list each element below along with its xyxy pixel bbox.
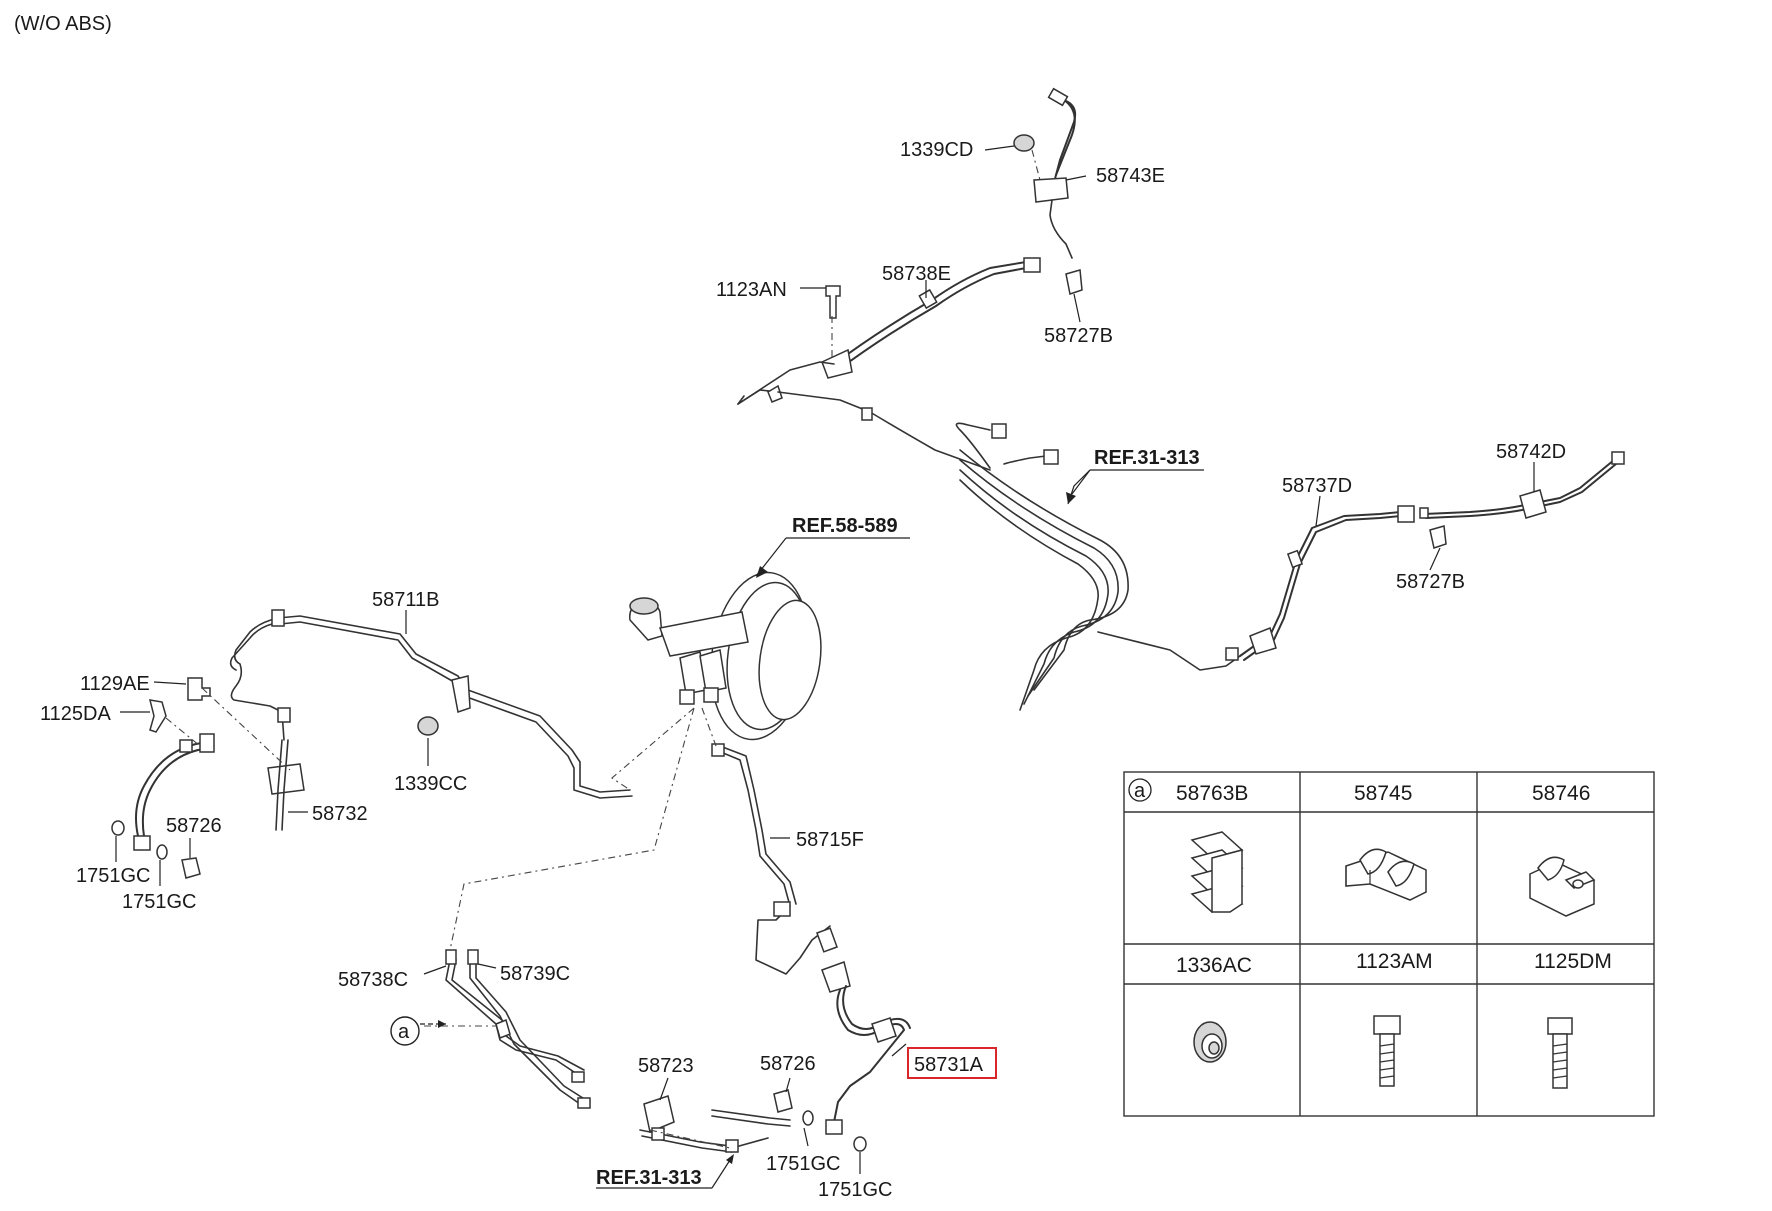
grommet-1339cc-part	[417, 716, 439, 736]
label-1123an: 1123AN	[716, 279, 787, 301]
label-58737d: 58737D	[1282, 475, 1352, 497]
bleeder-58726-mid-part	[773, 1089, 793, 1113]
table-marker-circle	[1128, 778, 1152, 802]
note-wo-abs: (W/O ABS)	[14, 13, 112, 35]
clip-58763b-illustration	[1190, 831, 1244, 913]
table-header-1336ac: 1336AC	[1176, 954, 1252, 977]
label-1339cc: 1339CC	[394, 773, 467, 795]
label-58738c: 58738C	[338, 969, 408, 991]
table-header-58763b: 58763B	[1176, 782, 1248, 805]
clip-58727b-right-part	[1429, 525, 1447, 549]
bolt-1123an-part	[825, 285, 841, 319]
label-58727b-right: 58727B	[1396, 571, 1465, 593]
label-1751gc-b: 1751GC	[122, 891, 197, 913]
lower-rear-lines	[445, 949, 791, 1153]
front-right-hose-assembly	[1013, 87, 1083, 295]
callout-a-circle	[390, 1016, 420, 1046]
label-58739c: 58739C	[500, 963, 570, 985]
label-1751gc-c: 1751GC	[766, 1153, 841, 1175]
table-header-1123am: 1123AM	[1356, 950, 1433, 973]
hose-58738e	[821, 257, 1041, 379]
right-front-line-assembly	[711, 743, 911, 1152]
left-front-assembly	[111, 609, 633, 879]
bolt-1125dm-illustration	[1547, 1017, 1573, 1089]
label-58711b: 58711B	[372, 589, 439, 611]
brake-booster-master-cylinder	[629, 571, 822, 741]
label-1125da: 1125DA	[40, 703, 111, 725]
label-1129ae: 1129AE	[80, 673, 150, 695]
bleeder-58726-left-part	[181, 857, 201, 879]
label-58723: 58723	[638, 1055, 694, 1077]
clip-58745-illustration	[1345, 848, 1427, 901]
table-header-58745: 58745	[1354, 782, 1412, 805]
label-ref-31-313-top: REF.31-313	[1094, 447, 1200, 469]
label-ref-58-589: REF.58-589	[792, 515, 898, 537]
part-labels: 1339CD 58743E 1123AN 58738E 58727B REF.3…	[40, 139, 1566, 1201]
label-58742d: 58742D	[1496, 441, 1566, 463]
grommet-1336ac-illustration	[1193, 1021, 1227, 1063]
callout-a-label: a	[398, 1021, 410, 1043]
grommet-1339cd-part	[1013, 134, 1035, 152]
label-1751gc-d: 1751GC	[818, 1179, 893, 1201]
table-marker: a	[1134, 780, 1146, 802]
bolt-1123am-illustration	[1373, 1015, 1401, 1087]
label-58727b-top: 58727B	[1044, 325, 1113, 347]
label-1751gc-a: 1751GC	[76, 865, 151, 887]
dashed-reference-lines	[165, 149, 1041, 1149]
label-58731a: 58731A	[914, 1054, 984, 1076]
label-58732: 58732	[312, 803, 368, 825]
main-brake-line-bundle	[737, 361, 1241, 711]
label-1339cd: 1339CD	[900, 139, 973, 161]
bolt-1129ae-part	[187, 677, 211, 701]
label-58726-mid: 58726	[760, 1053, 816, 1075]
label-58715f: 58715F	[796, 829, 864, 851]
highlight-box-58731a	[907, 1047, 997, 1079]
bracket-58723-part	[643, 1095, 675, 1134]
label-58726-left: 58726	[166, 815, 222, 837]
label-ref-31-313-bottom: REF.31-313	[596, 1167, 702, 1189]
label-58738e: 58738E	[882, 263, 951, 285]
clip-58727b-top-part	[1065, 269, 1083, 295]
bolt-1125da-part	[148, 699, 167, 733]
clip-58746-illustration	[1529, 856, 1596, 917]
table-header-1125dm: 1125DM	[1534, 950, 1612, 973]
parts-table: a 58763B 58745 58746 1336AC 1123AM 1125D…	[1123, 771, 1655, 1117]
leader-lines	[115, 145, 1535, 1189]
right-rear-assembly	[1225, 451, 1625, 661]
label-58743e: 58743E	[1096, 165, 1165, 187]
table-header-58746: 58746	[1532, 782, 1590, 805]
